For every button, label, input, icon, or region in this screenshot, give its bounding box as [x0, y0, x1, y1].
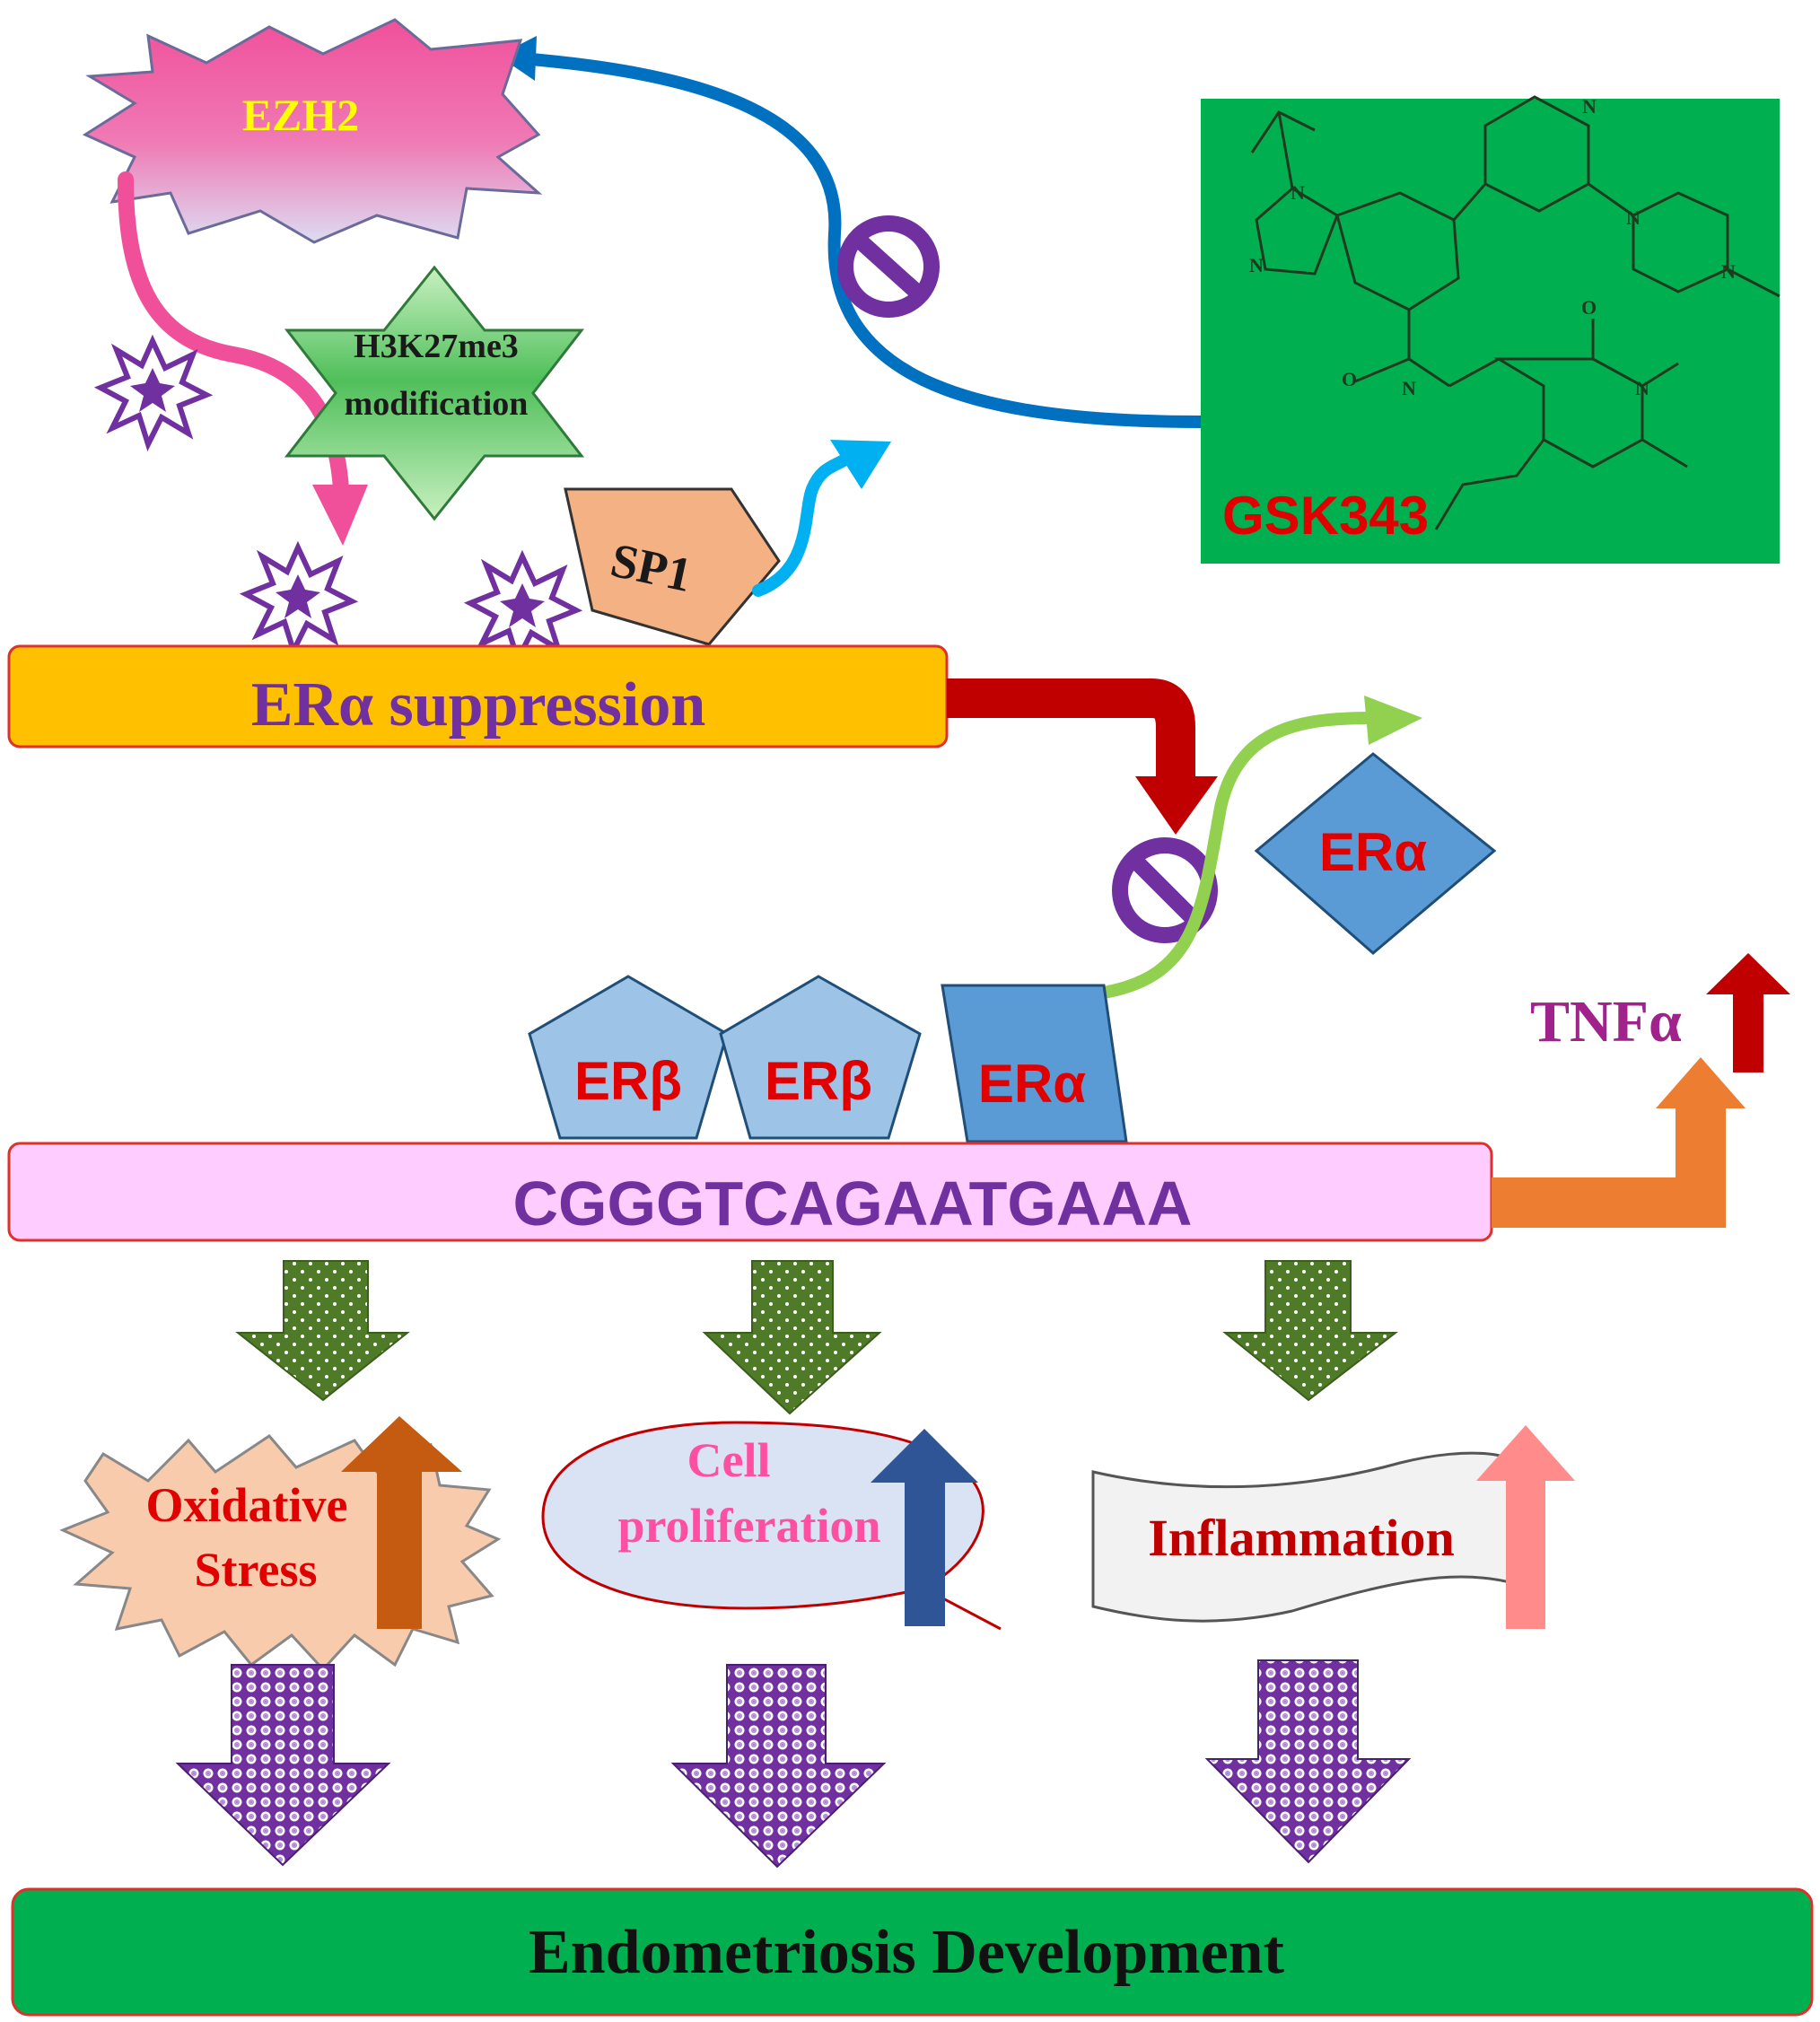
gsk343-label: GSK343 — [1222, 486, 1429, 546]
svg-text:N: N — [1291, 181, 1305, 204]
sp1-arrow — [752, 451, 854, 597]
methyl-mark-2 — [239, 540, 359, 658]
svg-text:O: O — [1581, 296, 1597, 319]
oxidative-label-line1: Oxidative — [146, 1478, 348, 1532]
sp1-shape — [564, 487, 781, 646]
svg-text:N: N — [1249, 254, 1264, 276]
gsk343-box — [1201, 99, 1780, 564]
tnfa-elbow-arrow — [1492, 1104, 1726, 1228]
era-diamond-label: ERα — [1319, 822, 1427, 882]
era-bound-shape — [941, 984, 1128, 1143]
suppression-elbow-arrow — [947, 678, 1195, 781]
suppression-elbow-arrowhead — [1135, 776, 1218, 835]
purple-down-arrow-2 — [670, 1664, 887, 1869]
green-down-arrow-3 — [1222, 1260, 1398, 1402]
gsk343-inhibition-arrowhead — [498, 36, 537, 81]
era-green-arrowhead — [1364, 696, 1422, 745]
inflammation-up-arrow — [1476, 1425, 1575, 1629]
erb-label-1: ERβ — [574, 1051, 682, 1111]
tnfa-label: TNFα — [1530, 989, 1682, 1055]
green-down-arrow-2 — [702, 1260, 882, 1415]
h3k27me3-star — [284, 265, 585, 521]
gsk343-structure-atoms: N N N N N O N O N — [1249, 95, 1736, 399]
erb-label-2: ERβ — [765, 1051, 872, 1111]
gsk343-inhibition-curve — [514, 52, 1207, 428]
svg-text:N: N — [1721, 260, 1736, 283]
inhibition-symbol-top — [837, 215, 940, 318]
h3k27me3-label-line1: H3K27me3 — [354, 328, 519, 365]
dna-sequence-label: CGGGTCAGAATGAAA — [513, 1169, 1193, 1239]
svg-text:O: O — [1342, 368, 1357, 390]
svg-text:N: N — [1626, 206, 1641, 229]
era-diamond — [1254, 752, 1497, 955]
era-green-arrow — [1102, 712, 1379, 998]
inflammation-label: Inflammation — [1148, 1509, 1455, 1567]
tnfa-elbow-arrowhead — [1656, 1057, 1746, 1108]
cell-proliferation-up-arrow — [871, 1429, 978, 1626]
cell-label-line1: Cell — [687, 1433, 771, 1487]
sp1-arrowhead — [830, 440, 891, 489]
endometriosis-label: Endometriosis Development — [529, 1918, 1284, 1987]
svg-text:N: N — [1582, 95, 1597, 118]
era-bound-label: ERα — [978, 1054, 1086, 1114]
ezh2-shape — [82, 18, 543, 244]
purple-down-arrow-1 — [175, 1664, 391, 1867]
erb-pentagon-2 — [719, 975, 922, 1140]
methyl-mark-1 — [93, 334, 214, 451]
gsk343-structure-icon — [1250, 95, 1781, 530]
era-suppression-label: ERα suppression — [251, 670, 706, 740]
purple-down-arrow-3 — [1204, 1659, 1412, 1864]
green-down-arrow-1 — [235, 1260, 410, 1402]
oxidative-label-line2: Stress — [194, 1543, 317, 1597]
svg-text:N: N — [1635, 377, 1649, 399]
ezh2-label: EZH2 — [242, 90, 360, 140]
erb-pentagon-1 — [528, 975, 729, 1140]
svg-text:N: N — [1402, 377, 1416, 399]
oxidative-up-arrow — [341, 1416, 462, 1629]
methyl-mark-3 — [463, 549, 583, 667]
cell-label-line2: proliferation — [618, 1499, 881, 1553]
tnfa-up-arrow — [1706, 953, 1790, 1072]
endometriosis-bar — [11, 1887, 1814, 2017]
ezh2-arrowhead — [312, 485, 368, 546]
h3k27me3-label-line2: modification — [345, 385, 529, 423]
